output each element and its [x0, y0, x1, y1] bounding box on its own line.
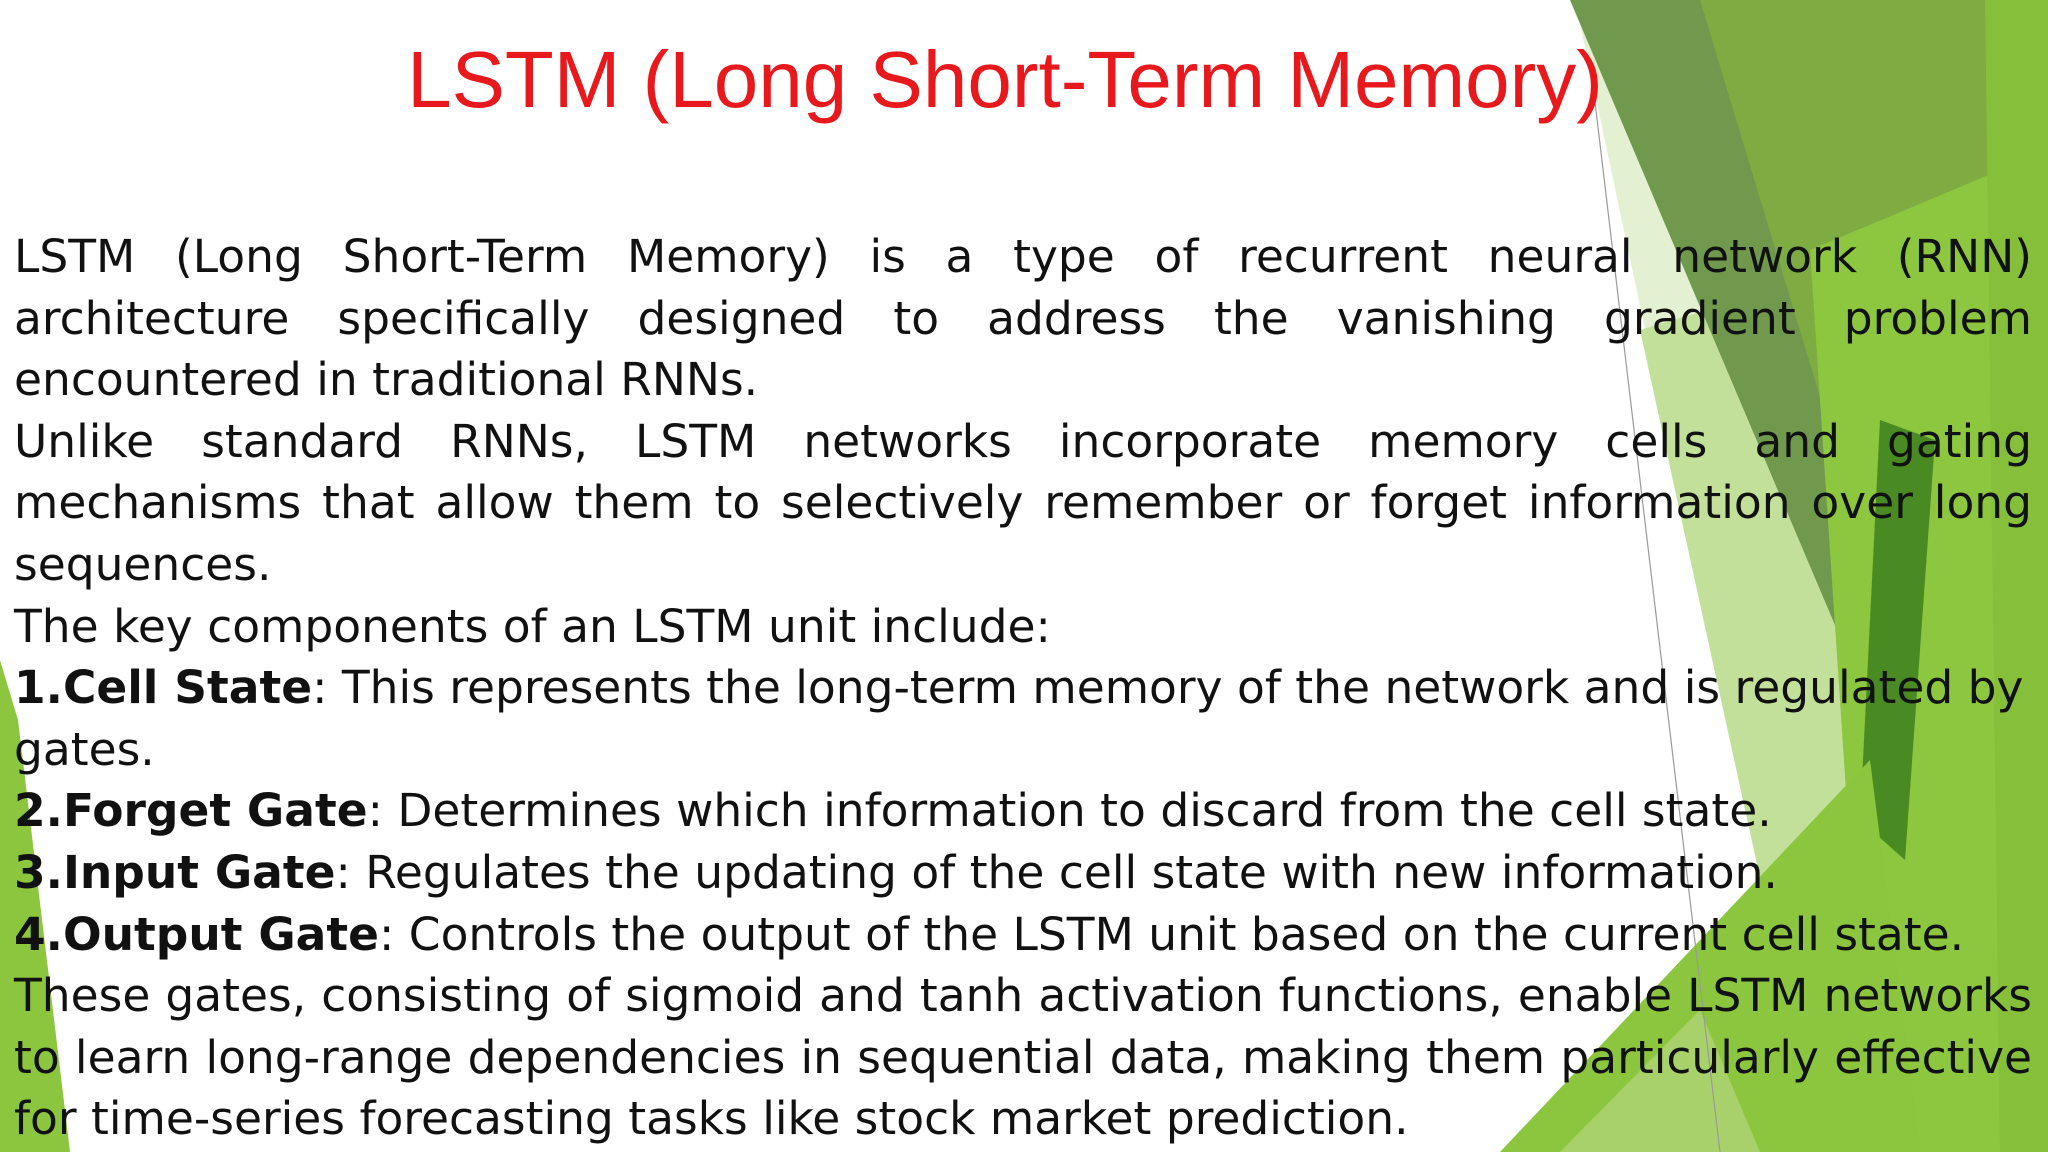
dark-green-sliver [1860, 420, 1935, 860]
slide-body: LSTM (Long Short-Term Memory) is a type … [14, 226, 2032, 1150]
memory-cells-paragraph: Unlike standard RNNs, LSTM networks inco… [14, 414, 2032, 591]
component-number: 2. [14, 784, 63, 838]
components-intro: The key components of an LSTM unit inclu… [14, 599, 1051, 653]
gates-summary-paragraph: These gates, consisting of sigmoid and t… [14, 969, 2032, 1146]
component-input-gate: 3.Input Gate: Regulates the updating of … [14, 842, 2032, 904]
component-term: Output Gate [62, 907, 379, 961]
slide-title: LSTM (Long Short-Term Memory) [407, 35, 1603, 124]
component-number: 3. [14, 845, 63, 899]
right-edge-strip [1985, 0, 2048, 1152]
component-description: : Regulates the updating of the cell sta… [335, 845, 1778, 899]
bottom-lime-wedge [1560, 1010, 1760, 1152]
component-term: Cell State [62, 661, 313, 715]
component-output-gate: 4.Output Gate: Controls the output of th… [14, 904, 2032, 966]
component-term: Forget Gate [62, 784, 368, 838]
component-forget-gate: 2.Forget Gate: Determines which informat… [14, 780, 2032, 842]
component-number: 1. [14, 661, 63, 715]
bottom-green-wedge [1500, 760, 1920, 1152]
intro-paragraph: LSTM (Long Short-Term Memory) is a type … [14, 230, 2032, 407]
component-term: Input Gate [62, 845, 336, 899]
component-cell-state: 1.Cell State: This represents the long-t… [14, 657, 2032, 780]
component-description: : This represents the long-term memory o… [14, 661, 2024, 776]
component-description: : Controls the output of the LSTM unit b… [379, 907, 1965, 961]
left-edge-wedge [0, 660, 70, 1152]
component-number: 4. [14, 907, 63, 961]
component-description: : Determines which information to discar… [367, 784, 1772, 838]
thin-diagonal-line [1589, 59, 1721, 1152]
